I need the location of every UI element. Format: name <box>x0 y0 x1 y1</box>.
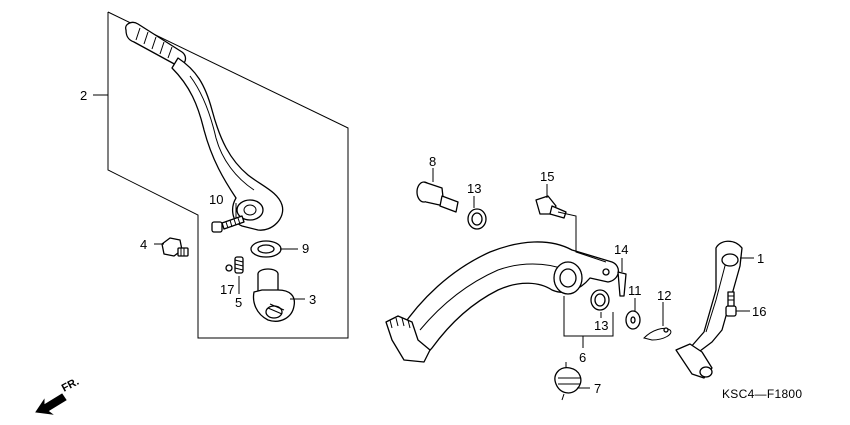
callout-11: 11 <box>628 283 642 298</box>
bolt-part-4 <box>161 237 189 257</box>
callout-13-upper: 13 <box>467 181 481 196</box>
pivot-bolt-part-8 <box>416 181 459 213</box>
seal-part-9 <box>250 240 282 258</box>
callout-17: 17 <box>220 282 234 297</box>
callout-15: 15 <box>540 169 554 184</box>
callout-14: 14 <box>614 242 628 257</box>
bolt-part-16 <box>725 291 737 317</box>
spring-part-5 <box>234 256 244 274</box>
clevis-pin-part-15 <box>535 195 567 219</box>
callout-1: 1 <box>757 251 764 266</box>
callout-16: 16 <box>752 304 766 319</box>
callout-5: 5 <box>235 295 242 310</box>
washer-part-11 <box>625 310 641 330</box>
brake-pedal-part <box>385 241 619 363</box>
ball-part-17 <box>225 264 233 272</box>
callout-6: 6 <box>579 350 586 365</box>
front-direction-label: FR. <box>60 376 81 395</box>
kickstarter-arm-part <box>125 21 284 231</box>
callout-10: 10 <box>209 192 223 207</box>
return-spring-part-7 <box>554 362 582 401</box>
gearshift-pedal-part <box>675 240 743 379</box>
diagram-code: KSC4—F1800 <box>722 387 802 401</box>
kickstarter-assembly-frame <box>93 11 349 339</box>
bolt-part-10 <box>211 215 245 233</box>
front-direction-arrow-icon: FR. <box>35 376 81 415</box>
spindle-part-3 <box>252 268 296 322</box>
callout-13-lower: 13 <box>594 318 608 333</box>
callout-9: 9 <box>302 241 309 256</box>
leader-lines <box>154 168 754 389</box>
oil-seal-part-13-lower <box>590 289 610 311</box>
cotter-pin-part-14 <box>617 271 627 297</box>
callout-8: 8 <box>429 154 436 169</box>
callout-12: 12 <box>657 288 671 303</box>
oil-seal-part-13-upper <box>467 208 487 230</box>
callout-2: 2 <box>80 88 87 103</box>
clip-part-12 <box>643 327 672 341</box>
callout-7: 7 <box>594 381 601 396</box>
callout-4: 4 <box>140 237 147 252</box>
callout-3: 3 <box>309 292 316 307</box>
